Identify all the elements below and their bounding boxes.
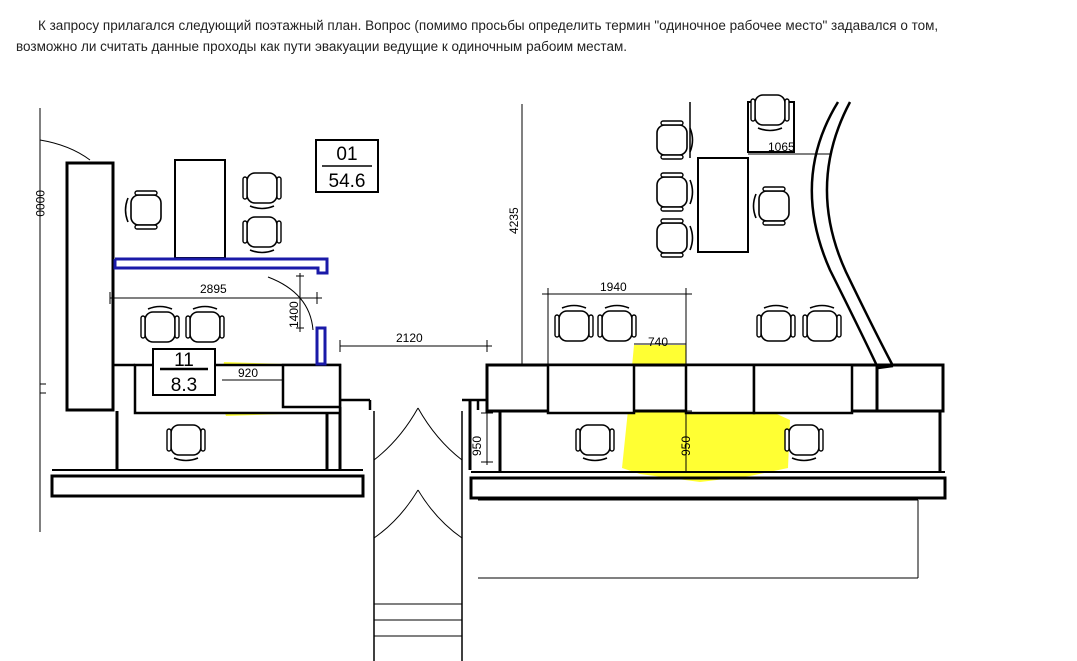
dimension-lines-right <box>542 153 830 472</box>
left-boundary <box>39 108 91 532</box>
dim-4235: 4235 <box>507 207 521 234</box>
dim-740: 740 <box>648 335 668 349</box>
intro-line-1: К запросу прилагался следующий поэтажный… <box>38 18 939 33</box>
dim-950-mid: 950 <box>679 436 693 456</box>
dim-1065: 1065 <box>768 140 795 154</box>
dim-1400: 1400 <box>287 301 301 328</box>
intro-line-2: возможно ли считать данные проходы как п… <box>16 39 628 54</box>
entrance-doors <box>373 398 488 661</box>
blue-partition <box>113 257 329 366</box>
dim-920: 920 <box>238 366 258 380</box>
room-01-number: 01 <box>336 144 357 165</box>
room-11-number: 11 <box>174 350 194 371</box>
intro-text: К запросу прилагался следующий поэтажный… <box>16 15 1076 57</box>
room-11-label: 11 8.3 <box>160 350 208 396</box>
dim-950-door: 950 <box>470 436 484 456</box>
left-office <box>50 159 372 498</box>
dim-1940: 1940 <box>600 280 627 294</box>
dim-left-edge: 0000 <box>33 190 47 217</box>
room-01-area: 54.6 <box>329 171 366 192</box>
room-11-area: 8.3 <box>171 375 197 396</box>
dimension-lines-left <box>109 273 493 465</box>
dim-2895: 2895 <box>200 282 227 296</box>
room-01-label: 01 54.6 <box>315 139 379 193</box>
dim-2120: 2120 <box>396 331 423 345</box>
right-office <box>469 101 947 579</box>
